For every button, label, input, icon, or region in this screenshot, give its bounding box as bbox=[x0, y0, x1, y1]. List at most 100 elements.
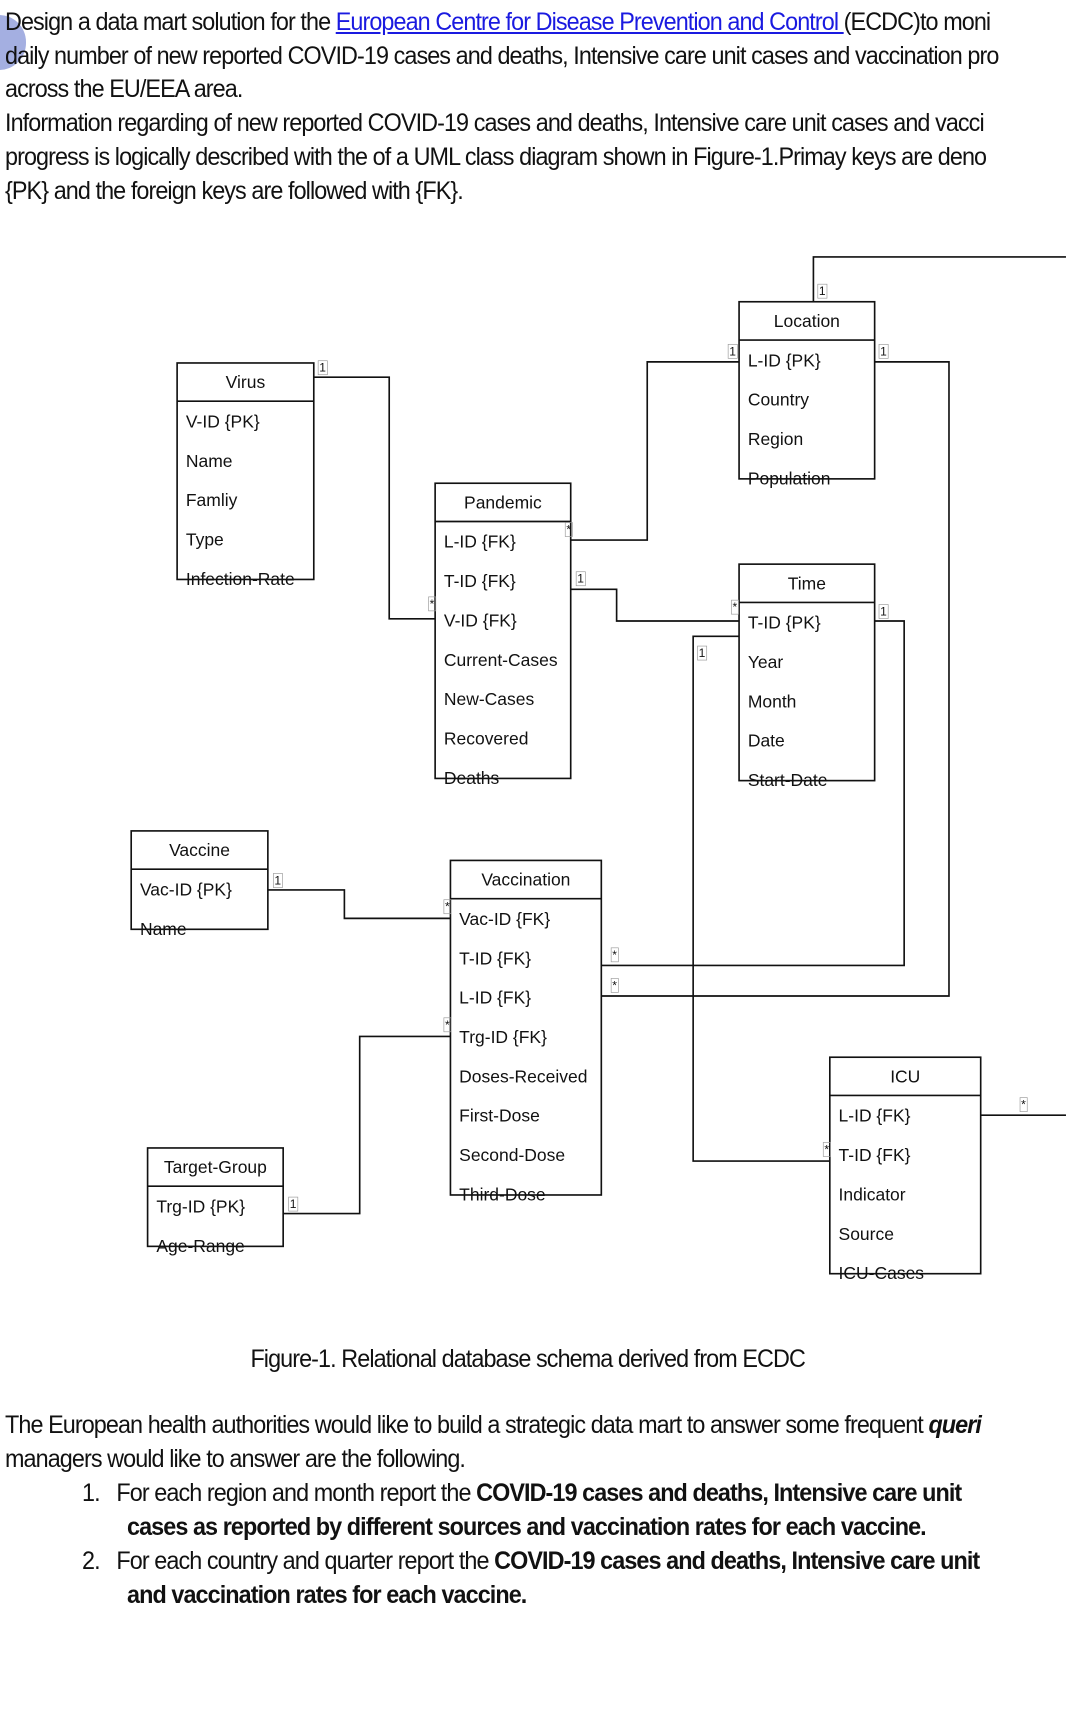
table-title: Location bbox=[774, 311, 840, 331]
table-field: Name bbox=[140, 919, 187, 939]
list-number: 1. bbox=[81, 1479, 101, 1508]
text: For each region and month report the bbox=[116, 1479, 477, 1508]
table-field: Population bbox=[748, 468, 831, 488]
intro-line-4: Information regarding of new reported CO… bbox=[5, 109, 985, 138]
table-virus bbox=[176, 362, 315, 581]
relationship-line bbox=[570, 361, 740, 541]
table-field: Deaths bbox=[444, 768, 500, 788]
relationship-line bbox=[692, 635, 830, 1162]
table-field: Doses-Received bbox=[459, 1066, 587, 1086]
table-field: Famliy bbox=[186, 490, 238, 510]
text: Design a data mart solution for the bbox=[5, 7, 337, 36]
table-field: Year bbox=[748, 652, 784, 672]
table-field: Age-Range bbox=[156, 1236, 244, 1256]
table-field: L-ID {FK} bbox=[459, 988, 531, 1008]
multiplicity-many: * bbox=[612, 978, 617, 992]
multiplicity-one: 1 bbox=[699, 646, 706, 660]
table-icu bbox=[828, 1056, 982, 1275]
table-field: Third-Dose bbox=[459, 1184, 545, 1204]
multiplicity-one: 1 bbox=[274, 873, 281, 887]
multiplicity-box bbox=[272, 873, 283, 888]
multiplicity-many: * bbox=[430, 597, 435, 611]
table-field: Month bbox=[748, 691, 797, 711]
multiplicity-box bbox=[428, 596, 437, 612]
multiplicity-one: 1 bbox=[729, 344, 736, 358]
multiplicity-one: 1 bbox=[880, 344, 887, 358]
relationship-line bbox=[601, 620, 905, 967]
multiplicity-many: * bbox=[445, 1018, 450, 1032]
table-field: Second-Dose bbox=[459, 1145, 565, 1165]
table-field: L-ID {FK} bbox=[444, 532, 516, 552]
body-line-2: managers would like to answer are the fo… bbox=[5, 1445, 466, 1474]
table-field: New-Cases bbox=[444, 689, 535, 709]
multiplicity-box bbox=[443, 1017, 452, 1033]
text: The European health authorities would li… bbox=[5, 1411, 929, 1440]
list-item-1-cont: cases as reported by different sources a… bbox=[126, 1513, 927, 1542]
table-title: Vaccine bbox=[169, 840, 230, 860]
table-field: Date bbox=[748, 731, 785, 751]
text: For each country and quarter report the bbox=[116, 1547, 495, 1576]
multiplicity-box bbox=[317, 360, 328, 376]
multiplicity-box bbox=[610, 947, 619, 963]
list-number: 2. bbox=[81, 1547, 101, 1576]
table-title: Time bbox=[788, 573, 826, 593]
table-field: Source bbox=[839, 1224, 894, 1244]
multiplicity-one: 1 bbox=[819, 284, 826, 298]
table-field: Current-Cases bbox=[444, 650, 558, 670]
multiplicity-box bbox=[731, 599, 739, 615]
multiplicity-box bbox=[610, 978, 619, 993]
multiplicity-box bbox=[443, 899, 452, 915]
table-field: Trg-ID {PK} bbox=[156, 1196, 245, 1216]
table-field: L-ID {FK} bbox=[839, 1106, 911, 1126]
relationship-line bbox=[812, 256, 1066, 302]
table-title: Target-Group bbox=[164, 1157, 267, 1177]
table-field: Vac-ID {PK} bbox=[140, 879, 232, 899]
multiplicity-box bbox=[564, 522, 573, 537]
table-title: Virus bbox=[226, 372, 266, 392]
multiplicity-many: * bbox=[824, 1142, 829, 1156]
table-field: L-ID {PK} bbox=[748, 350, 821, 370]
table-title: ICU bbox=[890, 1066, 920, 1086]
intro-line-6: {PK} and the foreign keys are followed w… bbox=[5, 177, 464, 206]
ecdc-link[interactable]: European Centre for Disease Prevention a… bbox=[336, 7, 845, 36]
multiplicity-many: * bbox=[733, 600, 738, 614]
table-vaccination bbox=[449, 859, 603, 1196]
relationship-line bbox=[267, 889, 451, 920]
list-item-1: 1. For each region and month report the … bbox=[81, 1479, 962, 1508]
table-field: T-ID {FK} bbox=[839, 1145, 911, 1165]
table-field: V-ID {FK} bbox=[444, 610, 517, 630]
multiplicity-one: 1 bbox=[577, 572, 584, 586]
table-field: Name bbox=[186, 451, 233, 471]
table-field: ICU-Cases bbox=[839, 1263, 925, 1283]
multiplicity-one: 1 bbox=[319, 361, 326, 375]
table-field: Recovered bbox=[444, 729, 529, 749]
text: COVID-19 cases and deaths, Intensive car… bbox=[494, 1547, 980, 1576]
table-location bbox=[738, 300, 876, 480]
table-field: T-ID {FK} bbox=[459, 948, 531, 968]
table-field: V-ID {PK} bbox=[186, 411, 260, 431]
multiplicity-box bbox=[727, 343, 738, 359]
multiplicity-box bbox=[878, 604, 889, 619]
intro-line-2: daily number of new reported COVID-19 ca… bbox=[5, 41, 999, 70]
relationship-line bbox=[570, 588, 740, 622]
body-line-1: The European health authorities would li… bbox=[5, 1411, 982, 1440]
table-field: Infection-Rate bbox=[186, 569, 295, 589]
relationship-line bbox=[313, 376, 436, 620]
table-field: Start-Date bbox=[748, 770, 828, 790]
list-item-2-cont: and vaccination rates for each vaccine. bbox=[126, 1580, 527, 1609]
intro-line-1: Design a data mart solution for the Euro… bbox=[5, 7, 991, 37]
multiplicity-many: * bbox=[612, 948, 617, 962]
multiplicity-box bbox=[817, 283, 828, 299]
figure-caption: Figure-1. Relational database schema der… bbox=[250, 1344, 805, 1373]
table-field: Type bbox=[186, 530, 224, 550]
table-time bbox=[738, 563, 876, 782]
text: COVID-19 cases and deaths, Intensive car… bbox=[476, 1479, 962, 1508]
multiplicity-box bbox=[1019, 1097, 1028, 1112]
intro-line-5: progress is logically described with the… bbox=[5, 143, 987, 172]
text: queri bbox=[928, 1411, 982, 1440]
list-item-2: 2. For each country and quarter report t… bbox=[81, 1547, 980, 1576]
table-field: T-ID {FK} bbox=[444, 571, 516, 591]
multiplicity-one: 1 bbox=[880, 605, 887, 619]
